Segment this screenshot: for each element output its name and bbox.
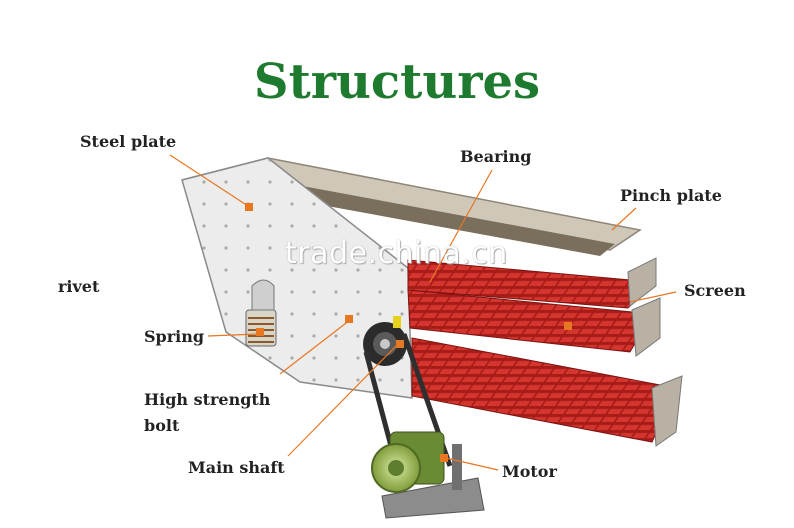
bearing-block [393, 316, 401, 328]
label-pinch-plate: Pinch plate [620, 186, 722, 205]
label-spring: Spring [144, 327, 204, 346]
watermark: trade.china.cn [285, 236, 508, 271]
label-screen: Screen [684, 281, 746, 300]
label-rivet: rivet [58, 277, 99, 296]
label-high-strength: High strength [144, 390, 270, 409]
rail-3 [652, 376, 682, 446]
label-main-shaft: Main shaft [188, 458, 285, 477]
label-bearing: Bearing [460, 147, 531, 166]
label-motor: Motor [502, 462, 557, 481]
motor-icon [372, 432, 484, 518]
label-bolt: bolt [144, 416, 179, 435]
rail-2 [632, 298, 660, 356]
label-steel-plate: Steel plate [80, 132, 176, 151]
